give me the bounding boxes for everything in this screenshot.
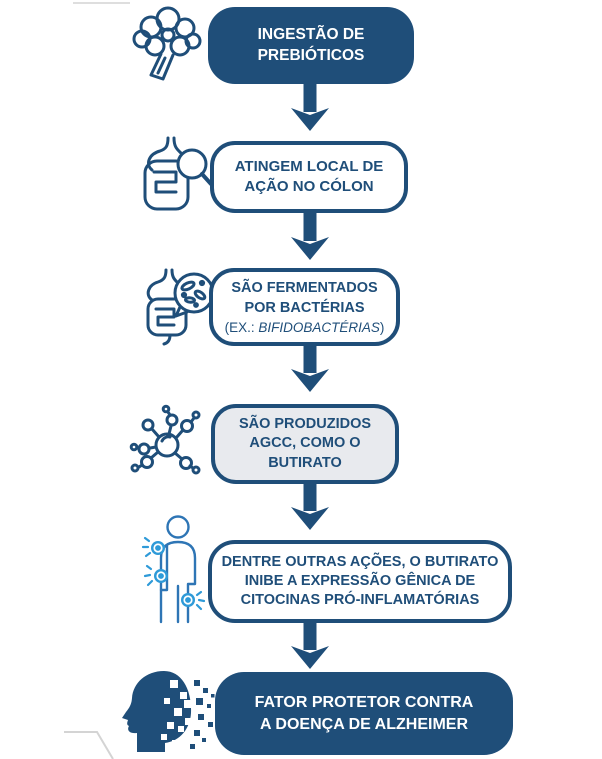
step-text: PREBIÓTICOS (257, 46, 365, 64)
step-box-local-acao-colon: ATINGEM LOCAL DE AÇÃO NO CÓLON (210, 141, 408, 213)
step-box-fator-protetor-alzheimer: FATOR PROTETOR CONTRA A DOENÇA DE ALZHEI… (215, 672, 513, 755)
step-text: AÇÃO NO CÓLON (244, 178, 374, 195)
step-text: INIBE A EXPRESSÃO GÊNICA DE (244, 572, 476, 589)
step-box-butirato-inibe-citocinas: DENTRE OUTRAS AÇÕES, O BUTIRATO INIBE A … (208, 540, 512, 623)
step-text: SÃO PRODUZIDOS (238, 416, 372, 433)
step-example-note: (EX.: BIFIDOBACTÉRIAS) (224, 319, 385, 335)
gut-magnifier-icon (130, 134, 219, 228)
step-text: FATOR PROTETOR CONTRA (254, 694, 474, 712)
down-arrow-icon (291, 344, 329, 392)
down-arrow-icon (291, 83, 329, 131)
step-text: CITOCINAS PRÓ-INFLAMATÓRIAS (240, 592, 480, 609)
step-text: INGESTÃO DE (257, 25, 365, 43)
broccoli-icon (125, 5, 209, 94)
step-text: AGCC, COMO O (249, 435, 361, 452)
step-text: A DOENÇA DE ALZHEIMER (260, 715, 468, 733)
step-text: SÃO FERMENTADOS (231, 280, 378, 297)
step-text: DENTRE OUTRAS AÇÕES, O BUTIRATO (221, 553, 499, 570)
down-arrow-icon (291, 482, 329, 530)
down-arrow-icon (291, 212, 329, 260)
step-box-fermentados-bacterias: SÃO FERMENTADOS POR BACTÉRIAS (EX.: BIFI… (209, 268, 400, 346)
gut-bacteria-icon (136, 265, 224, 358)
step-text: BUTIRATO (268, 454, 342, 471)
down-arrow-icon (291, 621, 329, 669)
molecule-icon (125, 402, 215, 489)
body-inflammation-icon (131, 514, 221, 629)
step-box-ingestao-prebioticos: INGESTÃO DE PREBIÓTICOS (208, 7, 414, 84)
alzheimer-head-icon (118, 668, 216, 759)
step-box-agcc-butirato: SÃO PRODUZIDOS AGCC, COMO O BUTIRATO (211, 404, 399, 484)
step-text: ATINGEM LOCAL DE (234, 158, 384, 176)
step-text: POR BACTÉRIAS (244, 299, 365, 316)
